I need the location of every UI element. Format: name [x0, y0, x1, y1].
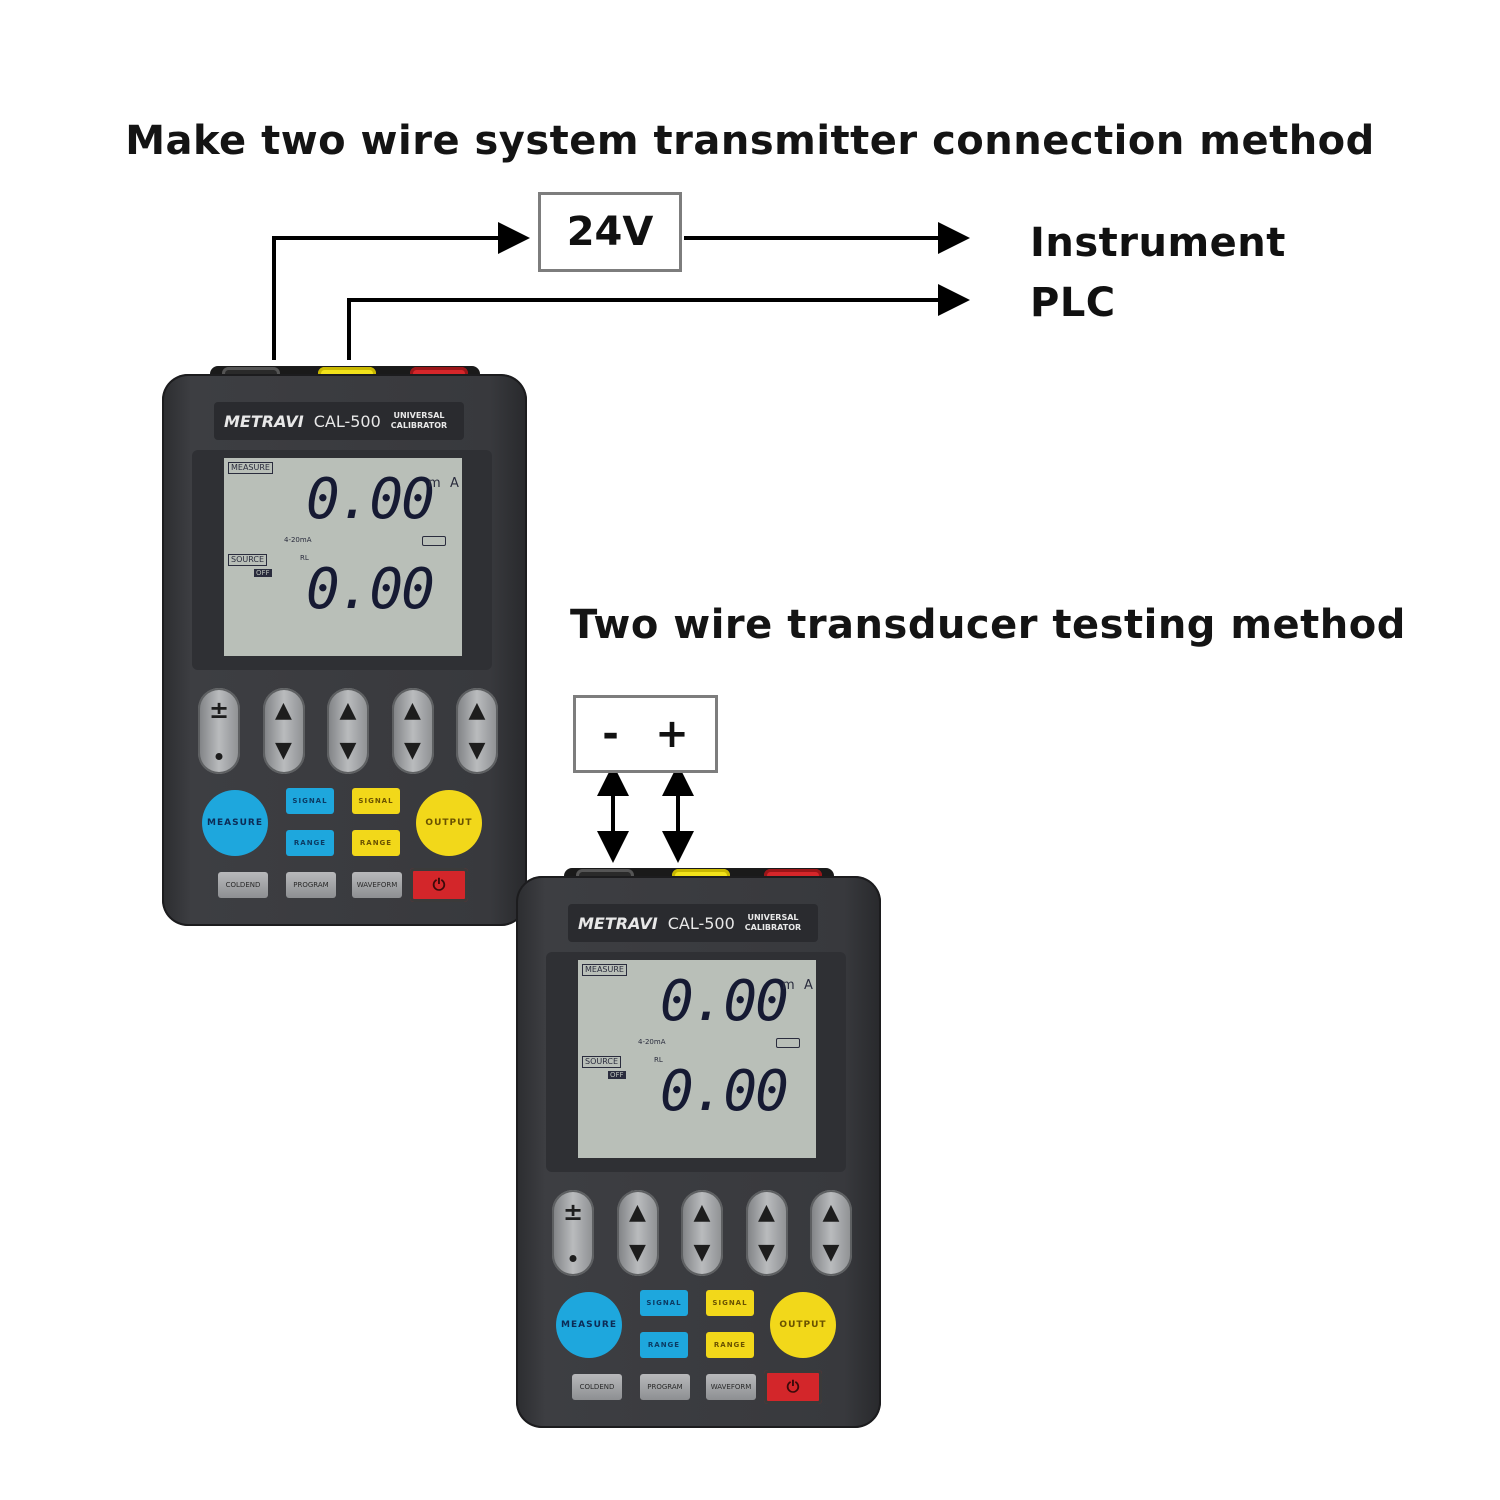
up-arrow-icon: ▲	[339, 698, 357, 723]
plus-minus-rocker[interactable]: ±	[198, 688, 240, 774]
wire-to-plc	[347, 284, 970, 360]
top-reading: 0.00	[660, 969, 789, 1034]
top-method-heading: Make two wire system transmitter connect…	[125, 118, 1375, 164]
off-indicator: OFF	[608, 1071, 626, 1079]
range-measure-key[interactable]: RANGE	[286, 830, 334, 856]
range-label: 4-20mA	[638, 1038, 666, 1046]
output-button[interactable]: OUTPUT	[770, 1292, 836, 1358]
output-button[interactable]: OUTPUT	[416, 790, 482, 856]
rl-label: RL	[654, 1056, 663, 1064]
measure-button[interactable]: MEASURE	[202, 790, 268, 856]
model-name: CAL-500	[667, 913, 735, 933]
signal-output-key[interactable]: SIGNAL	[706, 1290, 754, 1316]
source-indicator: SOURCE	[582, 1056, 622, 1068]
lcd-display: MEASURE 0.00 m A 4-20mA SOURCE OFF RL 0.…	[578, 960, 816, 1158]
digit-rocker-3[interactable]: ▲▼	[745, 1190, 788, 1276]
bottom-reading: 0.00	[660, 1059, 789, 1124]
down-arrow-icon: ▼	[693, 1240, 711, 1265]
measure-indicator: MEASURE	[582, 964, 627, 976]
dot-icon	[569, 1255, 577, 1262]
up-arrow-icon: ▲	[758, 1200, 775, 1225]
digit-rocker-2[interactable]: ▲▼	[681, 1190, 723, 1276]
coldend-key[interactable]: COLDEND	[572, 1374, 622, 1400]
down-arrow-icon: ▼	[822, 1240, 840, 1265]
digit-rocker-2[interactable]: ▲▼	[327, 688, 369, 774]
down-arrow-icon: ▼	[275, 738, 292, 763]
power-icon: ⏻	[786, 1377, 800, 1396]
power-button[interactable]: ⏻	[410, 868, 468, 902]
plus-minus-icon: ±	[562, 1198, 584, 1226]
range-label: 4-20mA	[284, 536, 312, 544]
unit-prefix: m	[428, 476, 441, 491]
up-arrow-icon: ▲	[693, 1200, 711, 1225]
up-arrow-icon: ▲	[468, 698, 486, 723]
range-output-key[interactable]: RANGE	[706, 1332, 754, 1358]
waveform-key[interactable]: WAVEFORM	[352, 872, 402, 898]
brand-name: METRAVI	[224, 411, 304, 431]
signal-measure-key[interactable]: SIGNAL	[286, 788, 334, 814]
power-button[interactable]: ⏻	[764, 1370, 822, 1404]
program-key[interactable]: PROGRAM	[640, 1374, 690, 1400]
lcd-display: MEASURE 0.00 m A 4-20mA SOURCE OFF RL 0.…	[224, 458, 462, 656]
bottom-reading: 0.00	[306, 557, 435, 622]
battery-icon	[422, 536, 446, 546]
power-icon: ⏻	[432, 875, 446, 894]
minus-sign: -	[602, 711, 619, 757]
model-name: CAL-500	[313, 411, 381, 431]
down-arrow-icon: ▼	[468, 738, 486, 763]
down-arrow-icon: ▼	[629, 1240, 646, 1265]
range-output-key[interactable]: RANGE	[352, 830, 400, 856]
digit-rocker-4[interactable]: ▲▼	[456, 688, 498, 774]
battery-icon	[776, 1038, 800, 1048]
rl-label: RL	[300, 554, 309, 562]
digit-rocker-4[interactable]: ▲▼	[810, 1190, 852, 1276]
down-arrow-icon: ▼	[339, 738, 357, 763]
rocker-button-row: ± ▲▼ ▲▼ ▲▼ ▲▼	[552, 1190, 852, 1278]
digit-rocker-1[interactable]: ▲▼	[616, 1190, 659, 1276]
brand-name: METRAVI	[578, 913, 658, 933]
up-arrow-icon: ▲	[822, 1200, 840, 1225]
source-indicator: SOURCE	[228, 554, 268, 566]
coldend-key[interactable]: COLDEND	[218, 872, 268, 898]
instrument-label: Instrument	[1030, 220, 1286, 266]
up-arrow-icon: ▲	[629, 1200, 646, 1225]
unit-amps: A	[450, 476, 459, 491]
signal-measure-key[interactable]: SIGNAL	[640, 1290, 688, 1316]
program-key[interactable]: PROGRAM	[286, 872, 336, 898]
digit-rocker-1[interactable]: ▲▼	[262, 688, 305, 774]
waveform-key[interactable]: WAVEFORM	[706, 1374, 756, 1400]
rocker-button-row: ± ▲▼ ▲▼ ▲▼ ▲▼	[198, 688, 498, 776]
unit-prefix: m	[782, 978, 795, 993]
down-arrow-icon: ▼	[758, 1240, 775, 1265]
plus-sign: +	[655, 711, 689, 757]
unit-amps: A	[804, 978, 813, 993]
off-indicator: OFF	[254, 569, 272, 577]
top-reading: 0.00	[306, 467, 435, 532]
digit-rocker-3[interactable]: ▲▼	[391, 688, 434, 774]
plc-label: PLC	[1030, 280, 1116, 326]
down-arrow-icon: ▼	[404, 738, 421, 763]
up-arrow-icon: ▲	[275, 698, 292, 723]
supply-24v-box: 24V	[538, 192, 682, 272]
polarity-box: - +	[573, 695, 718, 773]
wire-to-supply	[272, 222, 530, 360]
dot-icon	[215, 753, 223, 760]
signal-output-key[interactable]: SIGNAL	[352, 788, 400, 814]
up-arrow-icon: ▲	[404, 698, 421, 723]
measure-button[interactable]: MEASURE	[556, 1292, 622, 1358]
plus-minus-icon: ±	[208, 696, 230, 724]
measure-indicator: MEASURE	[228, 462, 273, 474]
bottom-method-heading: Two wire transducer testing method	[570, 602, 1406, 648]
range-measure-key[interactable]: RANGE	[640, 1332, 688, 1358]
plus-minus-rocker[interactable]: ±	[552, 1190, 594, 1276]
